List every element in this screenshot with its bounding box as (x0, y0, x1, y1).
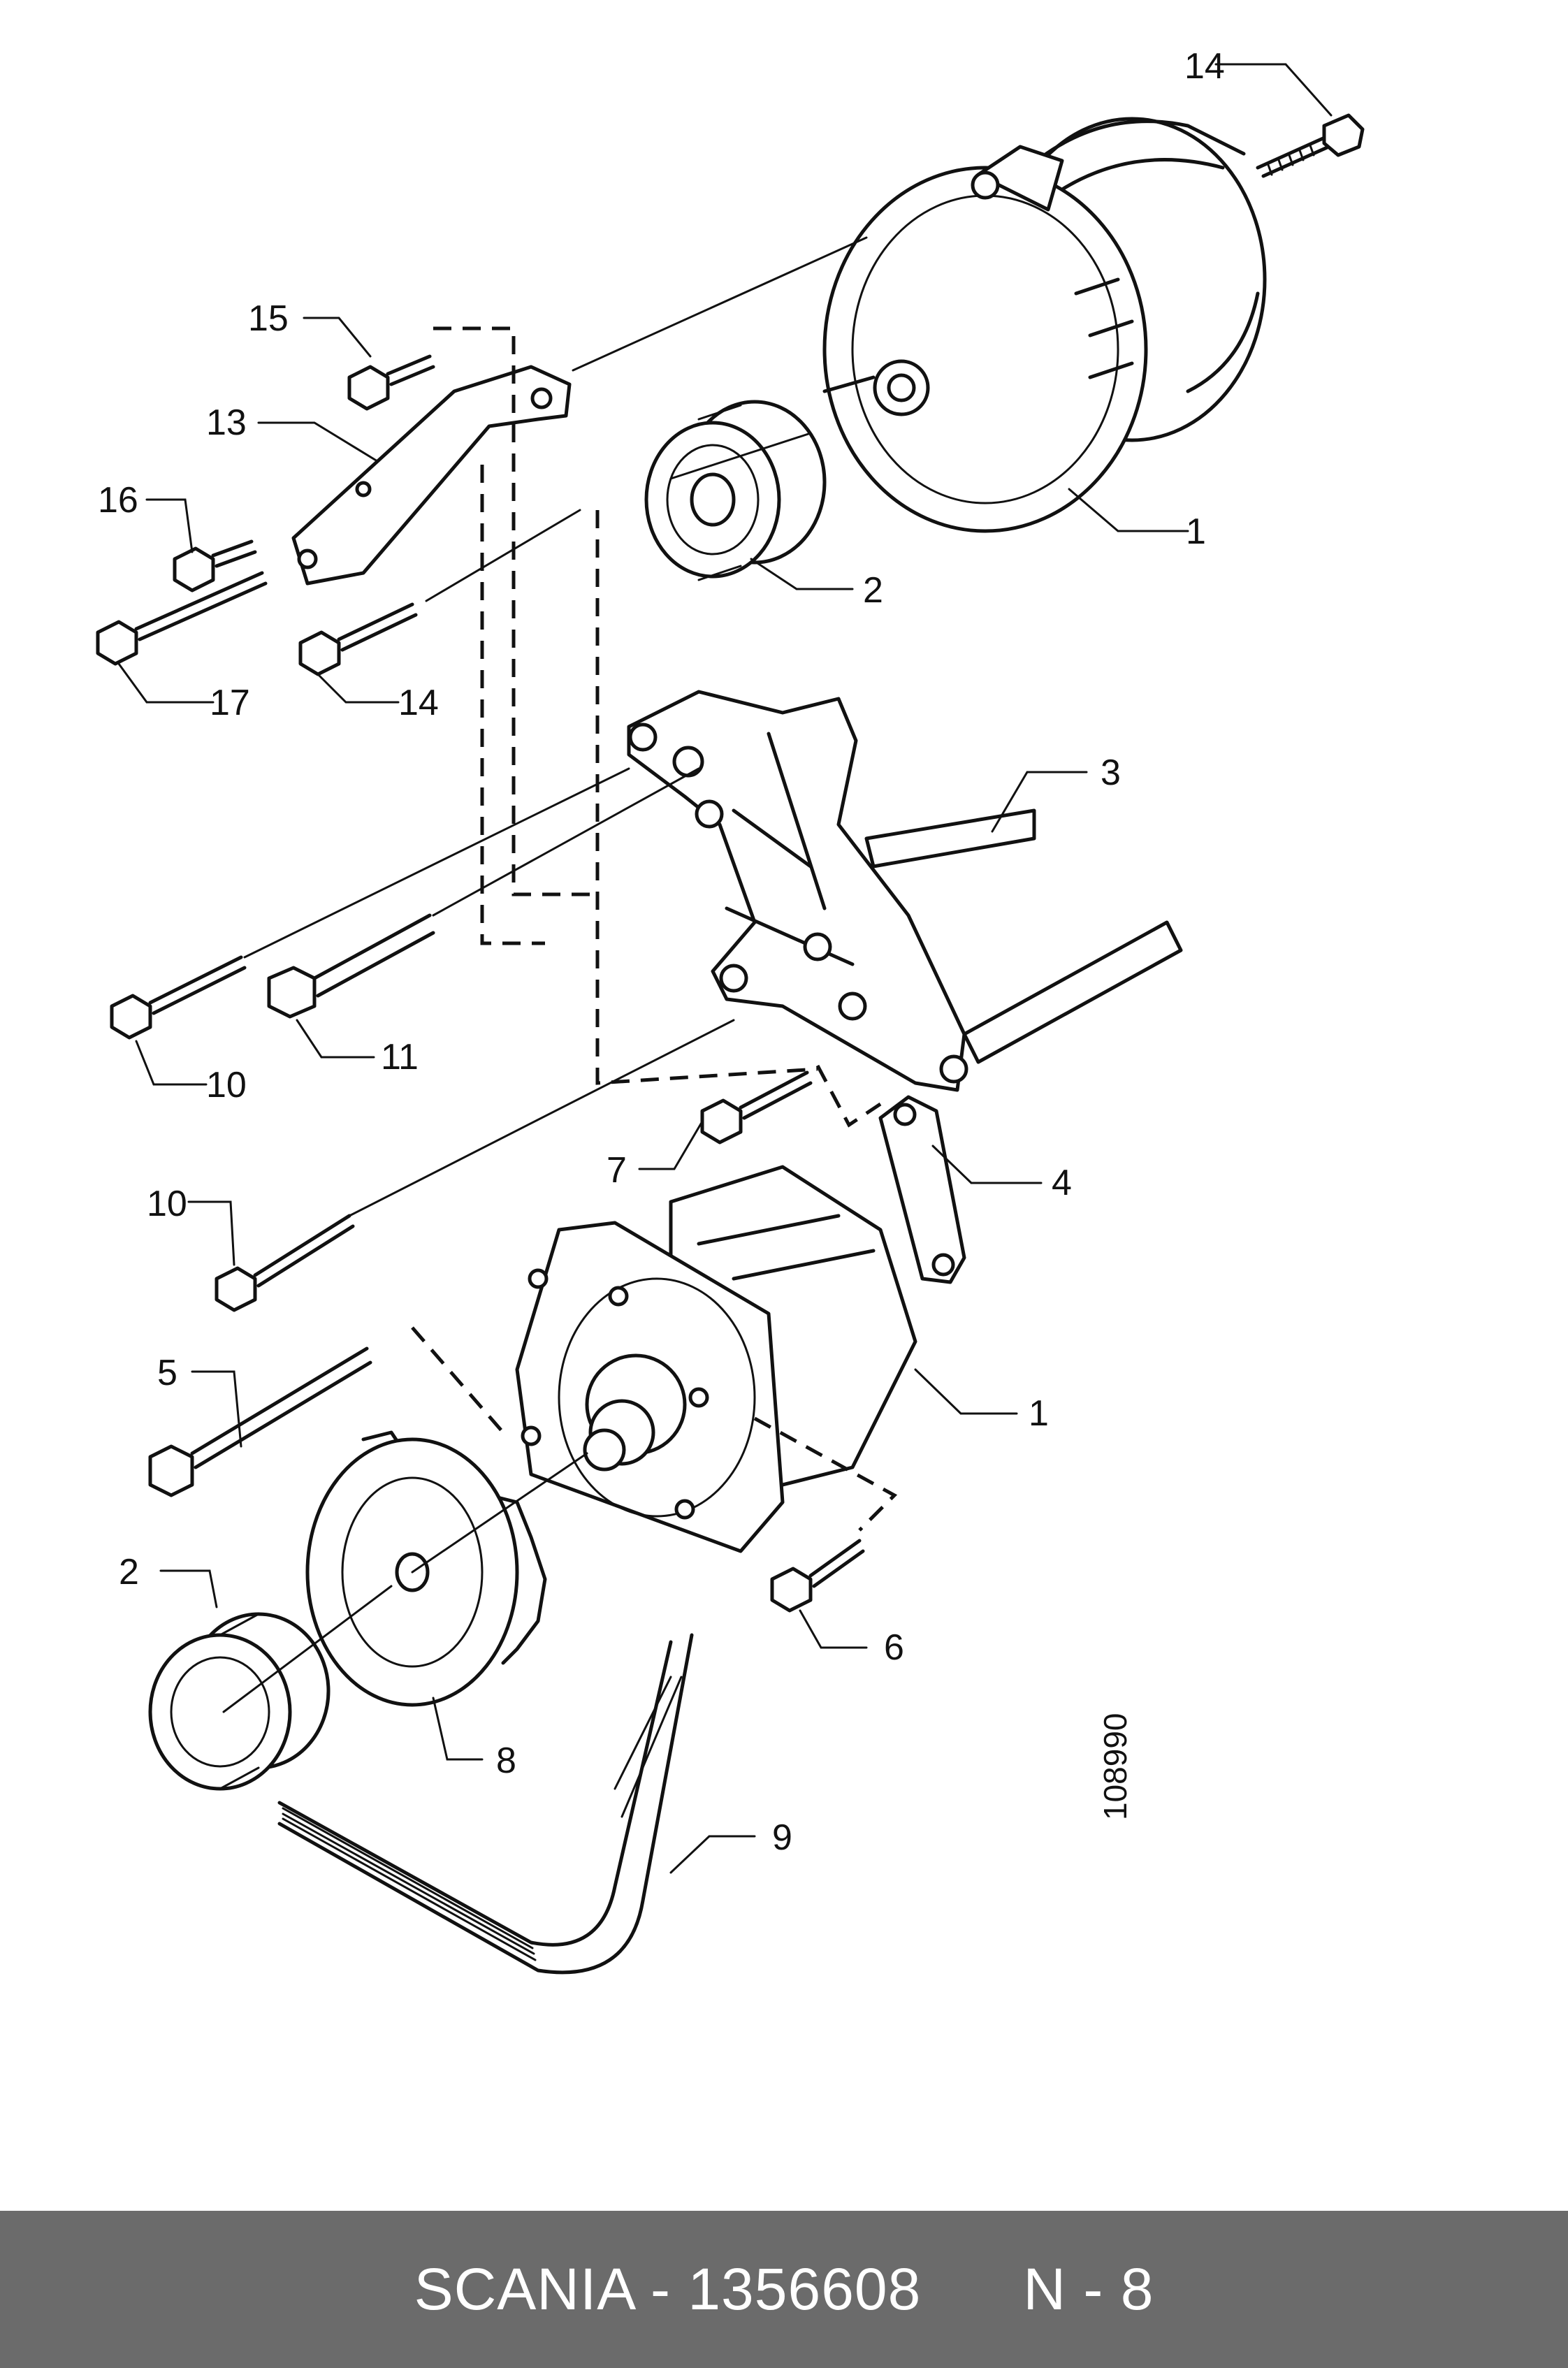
bolt-7 (700, 1070, 813, 1145)
callout-13: 13 (206, 402, 247, 443)
part-reference-text: SCANIA - 1356608 N - 8 (414, 2256, 1154, 2322)
bolt-16 (173, 539, 257, 593)
leader-lines (117, 63, 1333, 1874)
bolt-10-lower (215, 1214, 355, 1312)
callout-1-upper: 1 (1186, 511, 1206, 552)
axis-lines (222, 236, 868, 1713)
assembly-dashed-lines (411, 326, 898, 1532)
callout-9: 9 (772, 1817, 792, 1858)
callout-1-lower: 1 (1029, 1393, 1049, 1434)
callout-6: 6 (884, 1627, 904, 1668)
bolt-5 (148, 1346, 372, 1497)
callout-8: 8 (496, 1741, 516, 1781)
footer-bar: SCANIA - 1356608 N - 8 (0, 2211, 1568, 2368)
bolt-11 (267, 913, 435, 1019)
pulley-lower (148, 1612, 331, 1791)
callout-14-left: 14 (398, 683, 439, 723)
alternator-upper (822, 117, 1267, 533)
callout-2-lower: 2 (119, 1552, 139, 1592)
callout-10-lower: 10 (147, 1184, 187, 1224)
callout-14-top: 14 (1184, 46, 1225, 87)
callout-7: 7 (607, 1150, 627, 1191)
callout-10-upper: 10 (206, 1065, 247, 1105)
pulley-upper (644, 400, 827, 581)
callout-15: 15 (248, 298, 289, 339)
bolt-14-left (298, 602, 418, 676)
bolt-17 (96, 571, 268, 666)
exploded-parts-diagram: 14 1 15 13 16 2 17 14 3 10 11 7 4 10 5 1… (96, 46, 1365, 1975)
callout-17: 17 (210, 683, 250, 723)
bolt-15 (347, 354, 435, 411)
poly-v-belt-9 (277, 1633, 694, 1975)
callout-11: 11 (381, 1037, 419, 1077)
bolt-14-top (1256, 113, 1365, 178)
link-arm-4 (878, 1095, 966, 1284)
bracket-13 (291, 365, 572, 586)
alternator-lower (515, 1165, 917, 1553)
bolt-6 (770, 1539, 865, 1613)
mounting-bracket-3 (627, 690, 1183, 1092)
callout-5: 5 (157, 1353, 177, 1393)
callout-16: 16 (98, 480, 138, 521)
callout-2-upper: 2 (863, 570, 883, 611)
callout-3: 3 (1101, 753, 1121, 793)
drawing-number: 108990 (1097, 1713, 1133, 1821)
callout-labels: 14 1 15 13 16 2 17 14 3 10 11 7 4 10 5 1… (98, 46, 1225, 1858)
callout-4: 4 (1052, 1163, 1072, 1203)
bolt-10-upper (110, 955, 247, 1040)
fan-8 (305, 1430, 547, 1707)
